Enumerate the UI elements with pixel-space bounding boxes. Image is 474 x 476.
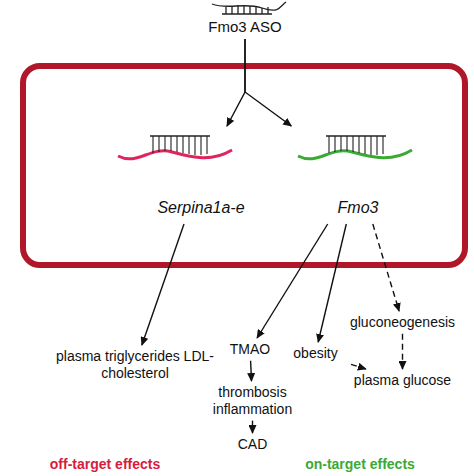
effect-text: gluconeogenesis: [340, 314, 465, 331]
node-text: gluconeogenesis: [340, 314, 465, 331]
node-text: obesity: [283, 345, 348, 362]
node-text: Fmo3: [288, 198, 428, 217]
arrow-connector: [373, 224, 399, 311]
fmo3-mrna-strand: [298, 136, 412, 159]
arrow-connector: [252, 421, 253, 433]
mrna-target: Serpina1a-e: [121, 129, 281, 221]
arrow-connector: [245, 39, 291, 126]
effect-category-label: on-target effects: [285, 456, 435, 472]
node-text: CAD: [225, 436, 280, 453]
effect-text: TMAO: [215, 341, 285, 358]
effect-text: CAD: [225, 436, 280, 453]
arrow-connector: [227, 39, 245, 126]
node-text: plasma glucose: [345, 372, 460, 389]
effect-text: thrombosis inflammation: [200, 384, 305, 418]
node-text: thrombosis inflammation: [200, 384, 305, 418]
aso-symbol: [212, 2, 286, 14]
aso-label: Fmo3 ASO: [185, 18, 305, 36]
node-text: plasma triglycerides LDL-cholesterol: [55, 348, 215, 382]
cell-boundary-box: Serpina1a-e Fmo3: [20, 63, 468, 268]
node-text: Serpina1a-e: [121, 198, 281, 217]
arrow-connector: [250, 361, 252, 381]
arrow-connector: [351, 364, 366, 369]
effect-category-label: off-target effects: [25, 456, 185, 472]
effect-text: plasma triglycerides LDL-cholesterol: [55, 348, 215, 382]
arrow-connector: [257, 224, 328, 338]
arrow-connector: [402, 334, 403, 369]
effect-text: plasma glucose: [345, 372, 460, 389]
node-text: Fmo3 ASO: [185, 18, 305, 36]
node-text: TMAO: [215, 341, 285, 358]
arrow-connector: [142, 224, 184, 345]
effect-text: obesity: [283, 345, 348, 362]
arrow-connector: [318, 224, 346, 342]
serpina-mrna-strand: [118, 136, 232, 159]
mrna-target: Fmo3: [288, 129, 428, 221]
